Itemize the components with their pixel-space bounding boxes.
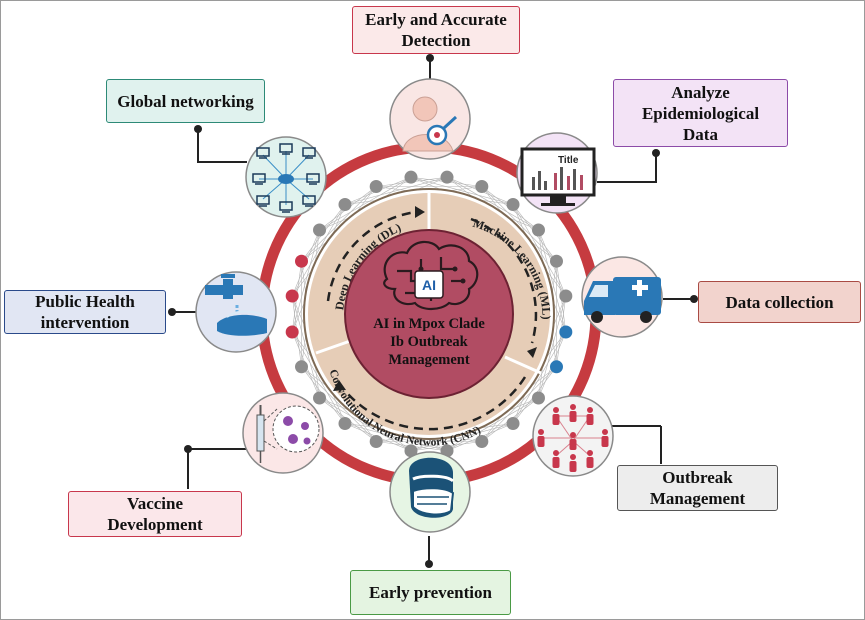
person-body	[586, 457, 594, 468]
computer-icon	[279, 143, 293, 153]
person-body	[537, 436, 545, 447]
box-vaccine-development-line2: Development	[107, 515, 203, 534]
network-node	[313, 223, 327, 237]
syringe-virus-icon	[242, 392, 324, 474]
network-node	[369, 434, 383, 448]
person-head	[587, 450, 593, 456]
network-node	[531, 223, 545, 237]
box-analyze-data: Analyze Epidemiological Data	[613, 79, 788, 147]
network-node	[295, 360, 309, 374]
center-disk	[344, 229, 514, 399]
box-early-detection-line1: Early and Accurate	[365, 10, 507, 29]
network-node	[440, 170, 454, 184]
network-node	[404, 170, 418, 184]
arrow-heads	[333, 206, 537, 391]
box-early-detection-line2: Detection	[401, 31, 471, 50]
network-node	[475, 180, 489, 194]
box-public-health-line1: Public Health	[35, 292, 135, 311]
child-skin-lesion-magnifier-icon	[389, 78, 471, 160]
network-node	[338, 198, 352, 212]
computer-icon	[252, 173, 266, 183]
ai-badge-text: AI	[422, 277, 436, 293]
network-node	[285, 325, 299, 339]
network-node	[549, 360, 563, 374]
network-node	[549, 254, 563, 268]
network-node	[404, 444, 418, 458]
monitor-bar-chart-icon: Title	[516, 132, 598, 214]
person-body	[569, 411, 577, 422]
box-outbreak-management-line1: Outbreak	[662, 468, 733, 487]
computer-icon	[256, 195, 270, 205]
box-outbreak-management: Outbreak Management	[617, 465, 778, 511]
computer-icon	[306, 173, 320, 183]
person-head	[570, 454, 576, 460]
process-arrows	[326, 210, 538, 431]
box-public-health: Public Health intervention	[4, 290, 166, 334]
computer-icon	[256, 147, 270, 157]
ai-badge	[414, 270, 444, 299]
people-network-icon	[532, 395, 614, 477]
box-vaccine-development-line1: Vaccine	[126, 494, 184, 513]
box-early-prevention: Early prevention	[350, 570, 511, 615]
network-node	[559, 289, 573, 303]
person-body	[552, 457, 560, 468]
person-head	[570, 432, 576, 438]
person-head	[553, 450, 559, 456]
computer-network-icon	[245, 136, 327, 218]
network-node	[475, 434, 489, 448]
ambulance-icon	[581, 256, 663, 338]
box-vaccine-development: Vaccine Development	[68, 491, 242, 537]
person-head	[538, 429, 544, 435]
neural-network-nodes	[285, 170, 573, 458]
network-node	[506, 198, 520, 212]
computer-icon	[279, 201, 293, 211]
center-title-line1: AI in Mpox Clade	[373, 316, 485, 332]
connector-lines	[172, 58, 694, 564]
center-title-line2: Ib Outbreak	[390, 334, 468, 350]
box-data-collection-line1: Data collection	[725, 292, 834, 312]
box-early-prevention-line1: Early prevention	[369, 583, 492, 602]
box-data-collection: Data collection	[698, 281, 861, 323]
network-node	[559, 325, 573, 339]
network-node	[506, 416, 520, 430]
person-head	[570, 404, 576, 410]
masked-face-icon	[389, 451, 471, 533]
person-body	[586, 414, 594, 425]
person-body	[569, 461, 577, 472]
box-global-networking: Global networking	[106, 79, 265, 123]
center-title-line3: Management	[388, 352, 470, 368]
network-node	[338, 416, 352, 430]
network-node	[313, 391, 327, 405]
box-analyze-data-line2: Epidemiological	[641, 103, 760, 123]
box-global-networking-line1: Global networking	[117, 91, 254, 111]
network-node	[285, 289, 299, 303]
person-head	[553, 407, 559, 413]
box-analyze-data-line3: Data	[683, 124, 718, 144]
person-body	[552, 414, 560, 425]
network-node	[531, 391, 545, 405]
computer-icon	[302, 147, 316, 157]
chart-icon-title: Title	[558, 155, 579, 166]
person-body	[569, 439, 577, 450]
box-early-detection: Early and Accurate Detection	[352, 6, 520, 54]
person-head	[587, 407, 593, 413]
network-node	[295, 254, 309, 268]
box-outbreak-management-line2: Management	[649, 489, 746, 508]
box-analyze-data-line1: Analyze	[671, 82, 730, 102]
hand-washing-faucet-icon	[195, 271, 277, 353]
person-body	[601, 436, 609, 447]
computer-icon	[302, 195, 316, 205]
person-head	[602, 429, 608, 435]
network-node	[369, 180, 383, 194]
box-public-health-line2: intervention	[40, 313, 130, 332]
